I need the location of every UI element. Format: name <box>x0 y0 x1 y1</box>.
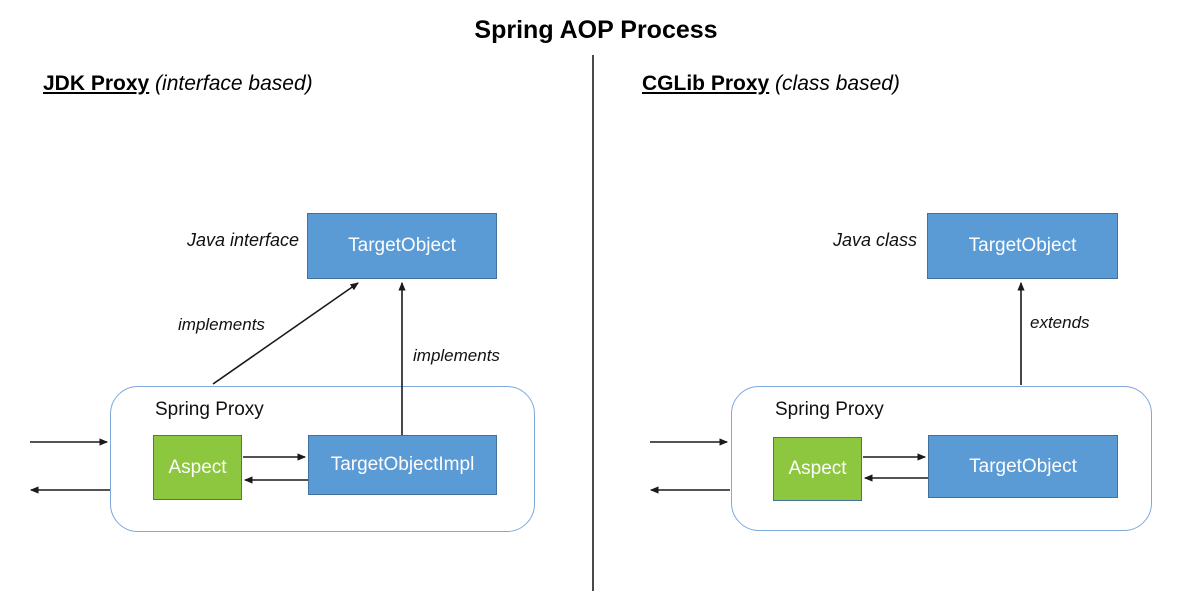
cglib-spring-proxy-label: Spring Proxy <box>775 399 884 420</box>
cglib-proxy-heading: CGLib Proxy (class based) <box>642 72 900 96</box>
cglib-target-object-inner-box-label: TargetObject <box>969 455 1077 477</box>
jdk-proxy-heading-note: (interface based) <box>149 72 313 95</box>
jdk-implements-label-vertical: implements <box>413 346 500 365</box>
jdk-aspect-box-label: Aspect <box>168 456 227 478</box>
cglib-spring-proxy-container <box>731 386 1152 531</box>
jdk-implements-label-diagonal: implements <box>178 315 265 334</box>
center-divider-line <box>592 55 594 591</box>
cglib-aspect-box-label: Aspect <box>788 458 847 479</box>
cglib-target-object-box-label: TargetObject <box>968 235 1077 256</box>
jdk-target-object-impl-box-label: TargetObjectImpl <box>330 454 475 475</box>
jdk-spring-proxy-label: Spring Proxy <box>155 399 264 420</box>
java-class-label: Java class <box>832 230 917 250</box>
cglib-target-object-inner-box: TargetObject <box>928 435 1118 498</box>
cglib-proxy-heading-note: (class based) <box>769 72 900 95</box>
jdk-target-object-impl-box: TargetObjectImpl <box>308 435 497 495</box>
jdk-target-object-box-label: TargetObject <box>348 235 456 256</box>
cglib-target-object-box: TargetObject <box>927 213 1118 279</box>
cglib-proxy-heading-name: CGLib Proxy <box>642 72 770 95</box>
jdk-target-object-box: TargetObject <box>307 213 497 279</box>
jdk-proxy-heading-name: JDK Proxy <box>43 72 150 95</box>
diagram-title: Spring AOP Process <box>474 16 718 44</box>
jdk-aspect-box: Aspect <box>153 435 242 500</box>
java-interface-label: Java interface <box>186 230 299 250</box>
jdk-proxy-heading: JDK Proxy (interface based) <box>43 72 313 96</box>
cglib-extends-label: extends <box>1030 313 1090 332</box>
cglib-aspect-box: Aspect <box>773 437 862 501</box>
jdk-spring-proxy-container <box>110 386 535 532</box>
